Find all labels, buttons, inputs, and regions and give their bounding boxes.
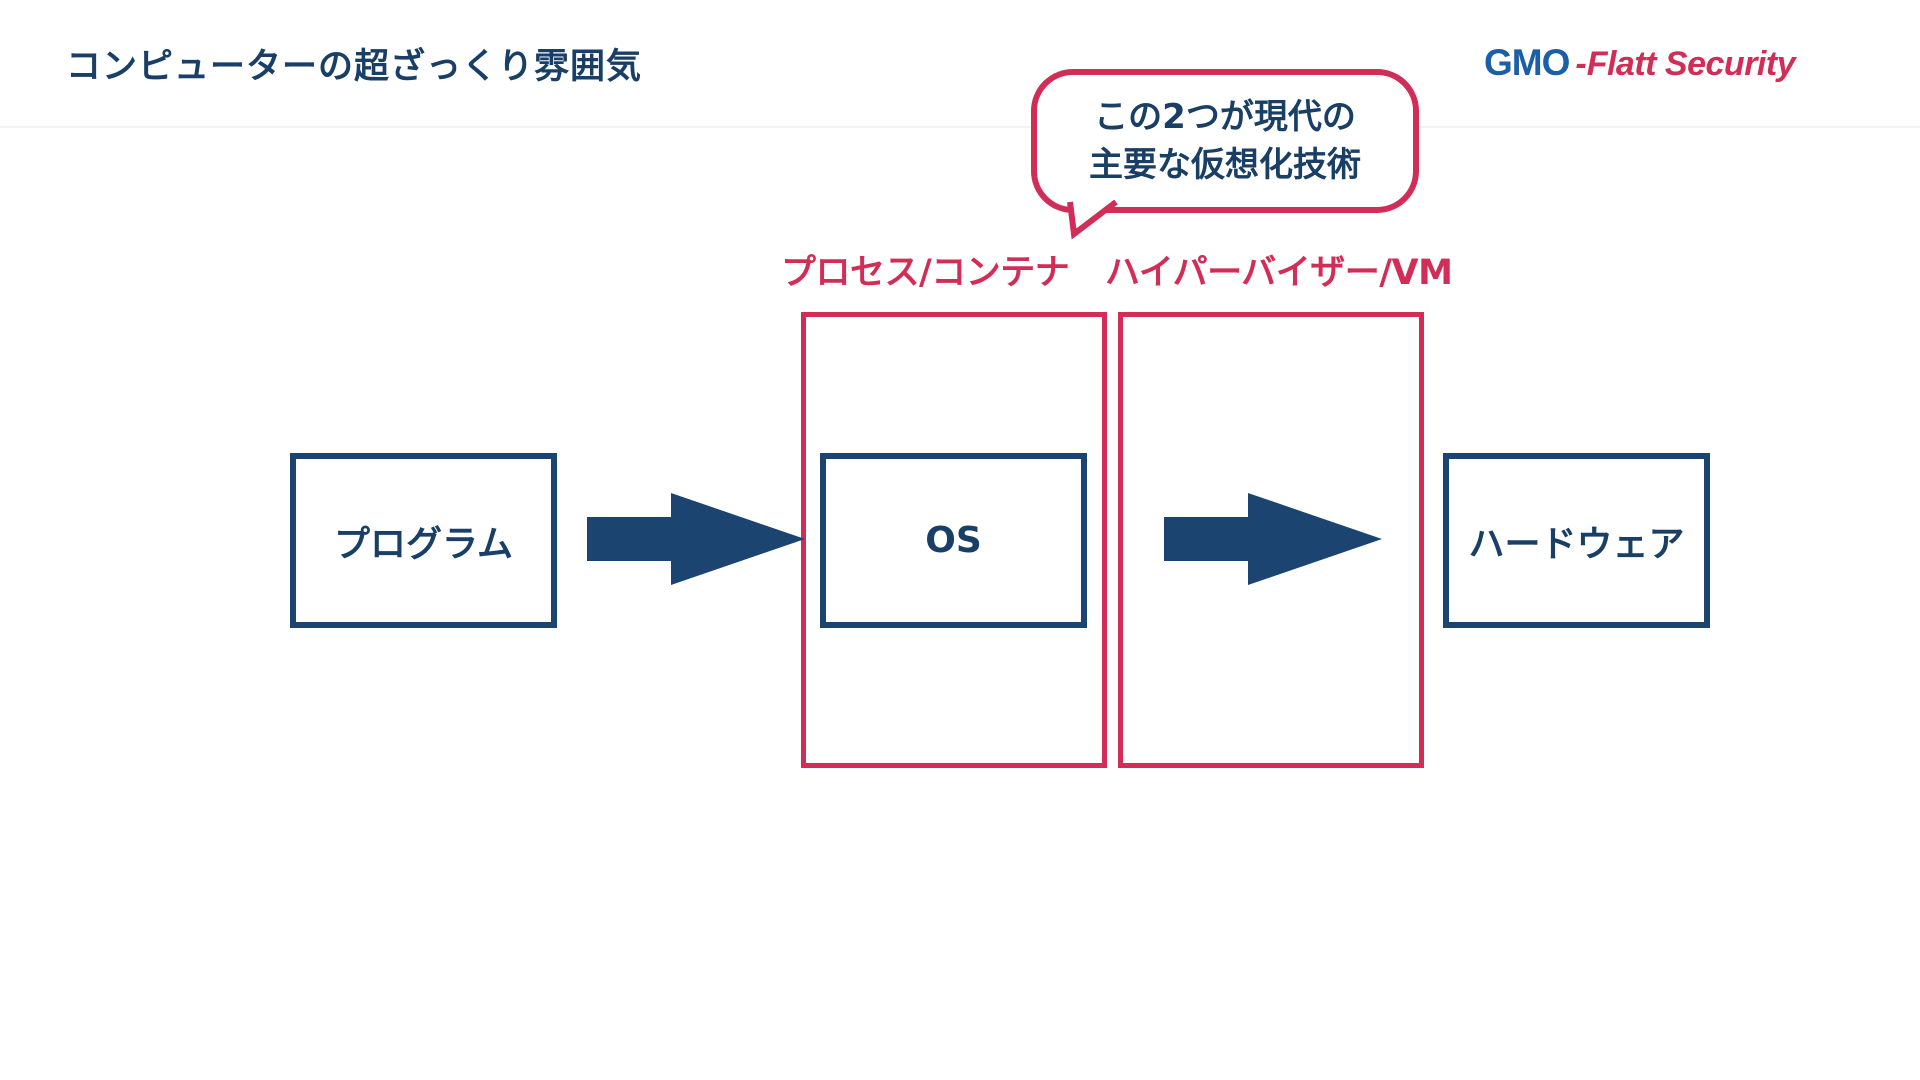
callout-bubble: この2つが現代の 主要な仮想化技術	[1031, 69, 1419, 213]
os-label: OS	[925, 520, 982, 561]
program-label: プログラム	[334, 523, 513, 565]
hardware-label: ハードウェア	[1468, 523, 1685, 565]
os-box: OS	[820, 453, 1087, 628]
arrow-hypervisor-to-hardware-icon	[1164, 493, 1382, 585]
company-logo: GMO-Flatt Security	[1484, 42, 1796, 84]
callout-text: この2つが現代の 主要な仮想化技術	[1089, 97, 1361, 185]
program-box: プログラム	[290, 453, 557, 628]
process-container-box	[801, 312, 1107, 768]
logo-dash-mark: -	[1575, 45, 1587, 83]
slide-title: コンピューターの超ざっくり雰囲気	[66, 47, 643, 87]
hardware-box: ハードウェア	[1443, 453, 1710, 628]
callout-tail	[1067, 200, 1118, 240]
logo-gmo-text: GMO	[1484, 42, 1570, 83]
arrow-program-to-os-icon	[587, 493, 805, 585]
header-divider	[0, 126, 1920, 128]
logo-flatt-text: Flatt Security	[1586, 45, 1796, 83]
label-process-container: プロセス/コンテナ	[781, 253, 1070, 293]
hypervisor-vm-box	[1118, 312, 1424, 768]
label-hypervisor-vm: ハイパーバイザー/VM	[1105, 253, 1453, 293]
